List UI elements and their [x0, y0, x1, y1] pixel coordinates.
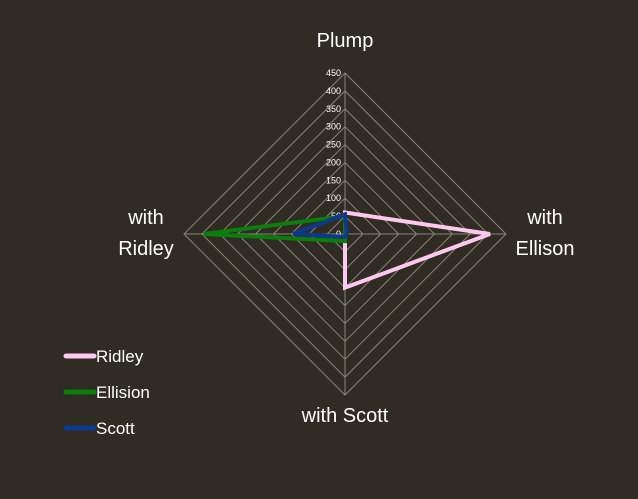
tick-label: 0 [336, 229, 341, 239]
tick-label: 400 [326, 86, 341, 96]
legend-label-ridley: Ridley [96, 347, 144, 366]
legend-label-scott: Scott [96, 419, 135, 438]
tick-label: 250 [326, 140, 341, 150]
tick-label: 100 [326, 193, 341, 203]
category-label-0: Plump [317, 30, 374, 52]
tick-label: 450 [326, 68, 341, 78]
series-line-scott [292, 211, 349, 239]
tick-label: 150 [326, 175, 341, 185]
category-label-2: with Scott [301, 405, 389, 427]
series-lines [203, 210, 491, 291]
tick-label: 300 [326, 122, 341, 132]
tick-label: 200 [326, 157, 341, 167]
series-line-ridley [343, 210, 491, 291]
legend-label-ellision: Ellision [96, 383, 150, 402]
tick-label: 350 [326, 104, 341, 114]
